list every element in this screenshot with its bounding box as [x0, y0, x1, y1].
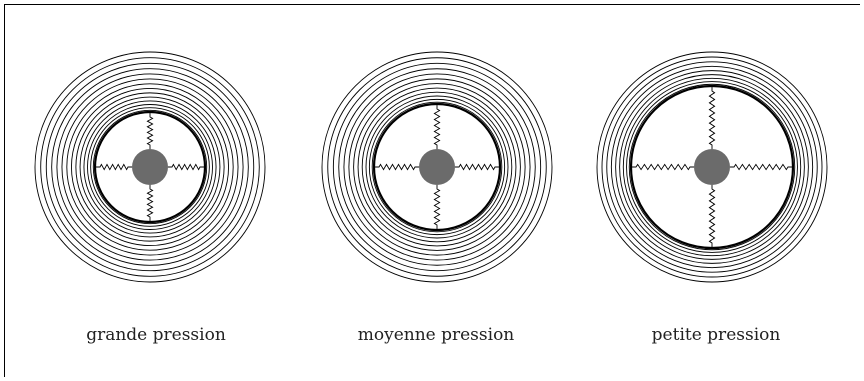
pressure-ring: [601, 56, 823, 278]
pressure-ring: [353, 83, 521, 251]
pressure-ring: [71, 88, 229, 246]
bubble-wall: [629, 84, 795, 250]
pressure-ring: [61, 78, 239, 256]
pressure-ring: [628, 83, 796, 251]
pressure-ring: [321, 51, 553, 283]
panel-medium-pressure: [321, 51, 553, 283]
pressure-ring: [83, 100, 217, 234]
bubble-wall: [372, 102, 502, 232]
core-disc: [419, 149, 455, 185]
panel-high-pressure: [34, 51, 266, 283]
spring: [708, 87, 716, 149]
pressure-ring: [338, 68, 536, 266]
pressure-ring: [619, 74, 805, 260]
pressure-ring: [361, 91, 513, 243]
pressure-ring: [75, 92, 225, 242]
spring: [146, 185, 154, 221]
spring: [433, 185, 441, 229]
pressure-ring: [626, 81, 798, 253]
pressure-ring: [622, 77, 802, 257]
core-disc: [694, 149, 730, 185]
spring: [708, 185, 716, 247]
pressure-ring: [34, 51, 266, 283]
panel-low-pressure: [596, 51, 828, 283]
spring: [375, 163, 419, 171]
spring: [632, 163, 694, 171]
pressure-ring: [596, 51, 828, 283]
pressure-ring: [368, 98, 506, 236]
spring: [168, 163, 204, 171]
pressure-ring: [92, 109, 208, 225]
pressure-ring: [615, 70, 809, 264]
spring: [433, 105, 441, 149]
spring: [96, 163, 132, 171]
pressure-ring: [357, 87, 517, 247]
pressure-ring: [87, 104, 213, 230]
pressure-ring: [348, 78, 526, 256]
bubble-wall: [93, 110, 207, 224]
pressure-ring: [56, 73, 244, 261]
pressure-ring: [606, 61, 818, 273]
spring: [455, 163, 499, 171]
pressure-ring: [610, 65, 814, 269]
pressure-ring: [79, 96, 221, 238]
figure-frame: [4, 4, 860, 377]
pressure-ring: [45, 62, 255, 272]
pressure-ring: [66, 83, 234, 251]
spring: [146, 113, 154, 149]
spring: [730, 163, 792, 171]
pressure-ring: [371, 101, 503, 233]
core-disc: [132, 149, 168, 185]
pressure-ring: [51, 68, 249, 266]
caption-low-pressure: petite pression: [651, 325, 781, 345]
pressure-ring: [365, 95, 509, 239]
pressure-ring: [332, 62, 542, 272]
pressure-ring: [327, 57, 547, 277]
pressure-ring: [40, 57, 260, 277]
pressure-ring: [343, 73, 531, 261]
caption-medium-pressure: moyenne pression: [357, 325, 515, 345]
caption-high-pressure: grande pression: [86, 325, 226, 345]
pressure-ring: [90, 107, 210, 227]
